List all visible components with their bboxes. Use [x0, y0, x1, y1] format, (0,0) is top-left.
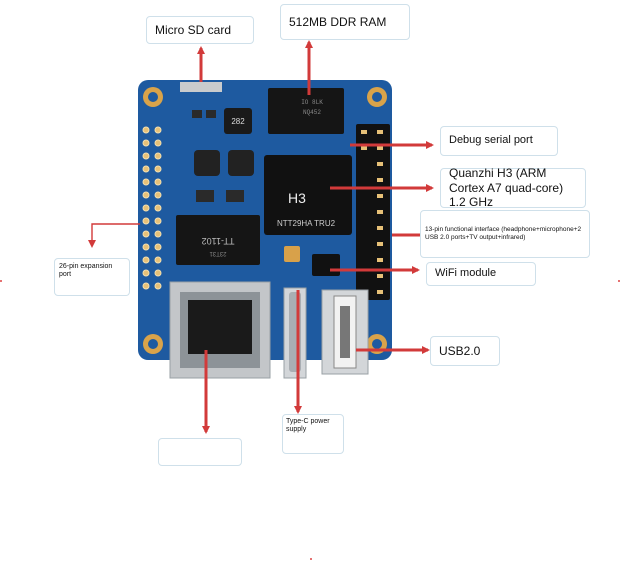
microsd-label: Micro SD card — [146, 16, 254, 44]
ram-label: 512MB DDR RAM — [280, 4, 410, 40]
soc-label-text: Quanzhi H3 (ARM Cortex A7 quad-core) 1.2… — [449, 166, 564, 210]
wifi-chip — [312, 254, 340, 276]
pin26-leader — [88, 223, 140, 248]
pin26-label: 26-pin expansion port — [54, 258, 130, 296]
debug-and-functional-header — [356, 124, 390, 300]
typec-label-text: Type-C power supply — [286, 418, 330, 434]
pin26-label-text: 26-pin expansion port — [59, 263, 113, 279]
usb-port — [321, 289, 369, 375]
inductor-282 — [224, 108, 252, 134]
inductor — [194, 150, 220, 176]
inductor — [228, 150, 254, 176]
edge-marker — [618, 280, 620, 282]
typec-port — [283, 287, 307, 379]
microsd-slot — [180, 82, 222, 92]
antenna-connector — [284, 246, 300, 262]
expansion-header-26pin — [142, 126, 162, 290]
wifi-label-text: WiFi module — [435, 267, 497, 280]
functional-interface-label: 13-pin functional interface (headphone+m… — [420, 210, 590, 258]
ethernet-magnetics — [176, 215, 260, 265]
wifi-label: WiFi module — [426, 262, 536, 286]
svg-text:IO 8LK: IO 8LK — [301, 99, 323, 106]
debug-serial-label-text: Debug serial port — [449, 134, 533, 147]
callout-arrows — [197, 40, 434, 434]
usb-label: USB2.0 — [430, 336, 500, 366]
microsd-label-text: Micro SD card — [155, 22, 232, 37]
svg-text:282: 282 — [231, 117, 245, 126]
svg-text:NQ452: NQ452 — [303, 109, 321, 116]
edge-marker — [0, 280, 2, 282]
ethernet-label — [158, 438, 242, 466]
edge-marker — [310, 558, 312, 560]
soc-marking-text: NTT29HA TRU2 — [277, 219, 336, 228]
soc-label: Quanzhi H3 (ARM Cortex A7 quad-core) 1.2… — [440, 166, 586, 210]
ram-chip — [268, 88, 344, 134]
ethernet-port — [169, 281, 271, 379]
svg-text:TT-1102: TT-1102 — [202, 236, 235, 246]
soc-chip — [264, 155, 352, 235]
soc-title-text: H3 — [288, 190, 306, 206]
functional-interface-label-text: 13-pin functional interface (headphone+m… — [425, 226, 582, 241]
ram-label-text: 512MB DDR RAM — [289, 14, 387, 29]
usb-label-text: USB2.0 — [439, 343, 481, 358]
debug-serial-label: Debug serial port — [440, 126, 558, 156]
svg-text:23T31: 23T31 — [209, 250, 227, 256]
typec-label: Type-C power supply — [282, 414, 344, 454]
